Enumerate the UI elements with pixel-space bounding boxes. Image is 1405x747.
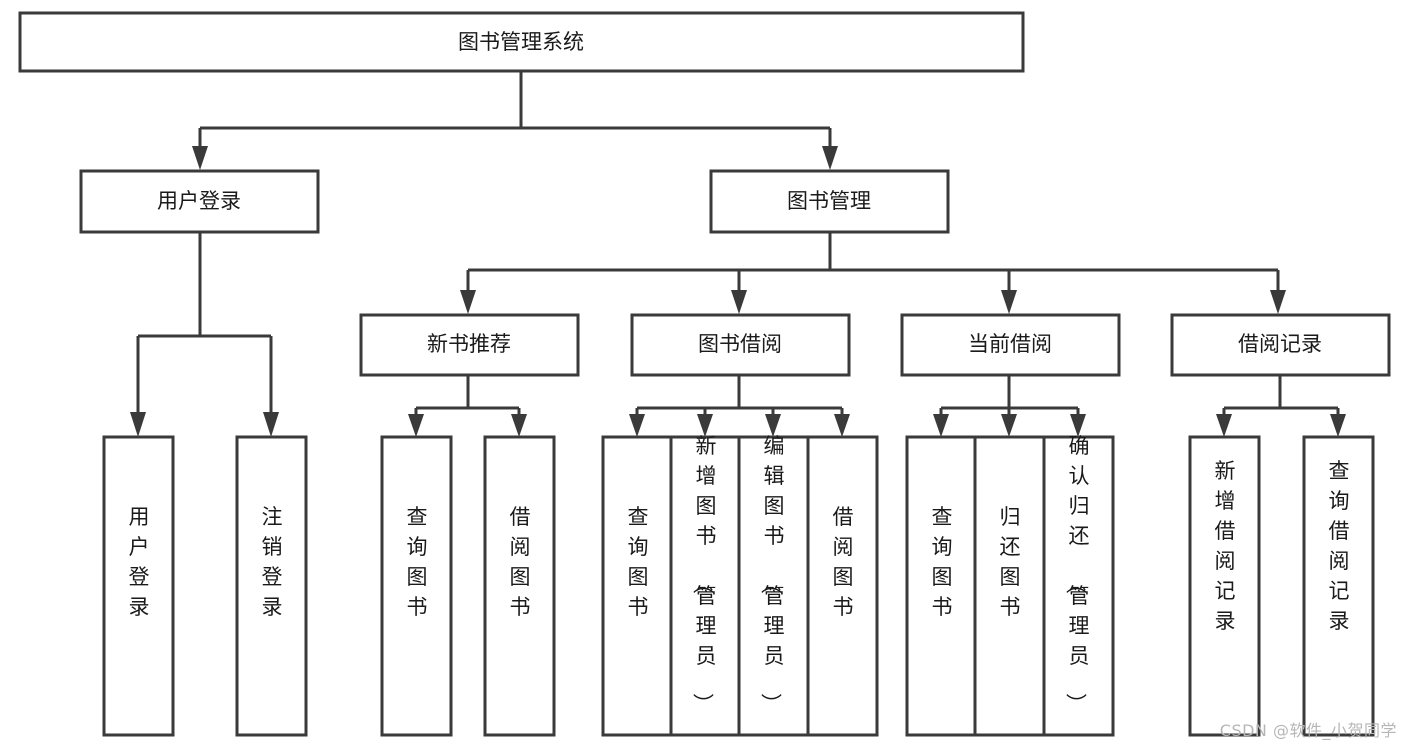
node-current-borrow-box[interactable]	[900, 313, 1121, 377]
leaf-current-borrow-3-box[interactable]	[1042, 435, 1115, 737]
leaf-current-borrow-3[interactable]: 确认归还（管理员）	[1042, 434, 1115, 737]
leaf-book-borrow-1-box[interactable]	[601, 435, 674, 737]
arrow-user-login-leaf-2-icon	[263, 412, 279, 437]
leaf-borrow-record-2-box[interactable]	[1302, 435, 1375, 737]
leaf-user-login-1-label: 用户登录	[129, 505, 150, 619]
arrow-book-borrow-leaf-4-icon	[834, 414, 850, 437]
node-book-manage-box[interactable]	[709, 169, 950, 234]
arrow-book-borrow-leaf-1-icon	[629, 414, 645, 437]
arrow-book-borrow-leaf-3-icon	[765, 414, 781, 437]
arrow-root-to-user-login-icon	[192, 146, 208, 170]
arrow-root-to-book-manage-icon	[822, 146, 838, 170]
leaf-borrow-record-1-label: 新增借阅记录	[1215, 459, 1236, 633]
leaf-borrow-record-1-box[interactable]	[1188, 435, 1261, 737]
arrow-borrow-record-leaf-1-icon	[1216, 414, 1232, 437]
leaf-book-borrow-2-label: 新增图书（管理员）	[691, 434, 717, 714]
leaf-book-borrow-3-box[interactable]	[737, 435, 810, 737]
leaf-current-borrow-3-label: 确认归还（管理员）	[1064, 434, 1090, 714]
leaf-book-borrow-4-box[interactable]	[806, 435, 879, 737]
leaf-new-book-2-label: 借阅图书	[510, 505, 531, 619]
node-root[interactable]: 图书管理系统	[18, 11, 1025, 73]
node-root-label: 图书管理系统	[458, 30, 584, 54]
node-user-login-box[interactable]	[79, 169, 320, 234]
leaf-book-borrow-2[interactable]: 新增图书（管理员）	[669, 434, 742, 737]
node-root-box[interactable]	[18, 11, 1025, 73]
leaf-current-borrow-1[interactable]: 查询图书	[905, 435, 978, 737]
node-borrow-record-label: 借阅记录	[1238, 332, 1322, 356]
leaf-new-book-1-box[interactable]	[380, 435, 453, 737]
node-book-manage[interactable]: 图书管理	[709, 169, 950, 234]
leaf-user-login-1[interactable]: 用户登录	[102, 435, 175, 737]
arrow-to-new-book-icon	[460, 290, 476, 314]
connector-layer	[130, 71, 1346, 437]
arrow-current-borrow-leaf-3-icon	[1070, 414, 1086, 437]
leaf-current-borrow-2[interactable]: 归还图书	[973, 435, 1046, 737]
leaf-book-borrow-4[interactable]: 借阅图书	[806, 435, 879, 737]
node-borrow-record[interactable]: 借阅记录	[1170, 313, 1391, 377]
leaf-user-login-2-box[interactable]	[235, 435, 308, 737]
leaf-user-login-2-label: 注销登录	[262, 505, 283, 619]
node-new-book-label: 新书推荐	[427, 332, 511, 356]
arrow-new-book-leaf-2-icon	[511, 414, 527, 437]
leaf-borrow-record-2[interactable]: 查询借阅记录	[1302, 435, 1375, 737]
arrow-current-borrow-leaf-2-icon	[1001, 414, 1017, 437]
leaf-book-borrow-3[interactable]: 编辑图书（管理员）	[737, 434, 810, 737]
leaf-current-borrow-1-box[interactable]	[905, 435, 978, 737]
leaf-current-borrow-1-label: 查询图书	[932, 505, 953, 619]
node-user-login[interactable]: 用户登录	[79, 169, 320, 234]
leaf-new-book-1[interactable]: 查询图书	[380, 435, 453, 737]
node-current-borrow-label: 当前借阅	[968, 332, 1052, 356]
node-borrow-record-box[interactable]	[1170, 313, 1391, 377]
arrow-to-borrow-record-icon	[1270, 290, 1286, 314]
leaf-borrow-record-2-label: 查询借阅记录	[1329, 459, 1350, 633]
leaf-new-book-2[interactable]: 借阅图书	[483, 435, 556, 737]
arrow-to-book-borrow-icon	[731, 290, 747, 314]
leaf-book-borrow-1[interactable]: 查询图书	[601, 435, 674, 737]
node-new-book[interactable]: 新书推荐	[359, 313, 580, 377]
arrow-new-book-leaf-1-icon	[408, 414, 424, 437]
arrow-book-borrow-leaf-2-icon	[697, 414, 713, 437]
node-book-manage-label: 图书管理	[787, 189, 871, 213]
leaf-user-login-1-box[interactable]	[102, 435, 175, 737]
leaf-new-book-1-label: 查询图书	[407, 505, 428, 619]
node-book-borrow-label: 图书借阅	[698, 332, 782, 356]
leaf-book-borrow-2-box[interactable]	[669, 435, 742, 737]
arrow-user-login-leaf-1-icon	[130, 412, 146, 437]
node-book-borrow-box[interactable]	[630, 313, 851, 377]
leaf-borrow-record-1[interactable]: 新增借阅记录	[1188, 435, 1261, 737]
arrow-to-current-borrow-icon	[1001, 290, 1017, 314]
leaf-book-borrow-3-label: 编辑图书（管理员）	[759, 434, 785, 714]
leaf-new-book-2-box[interactable]	[483, 435, 556, 737]
leaf-current-borrow-2-label: 归还图书	[1000, 505, 1021, 619]
node-user-login-label: 用户登录	[157, 189, 241, 213]
leaf-user-login-2[interactable]: 注销登录	[235, 435, 308, 737]
node-book-borrow[interactable]: 图书借阅	[630, 313, 851, 377]
arrow-current-borrow-leaf-1-icon	[933, 414, 949, 437]
node-current-borrow[interactable]: 当前借阅	[900, 313, 1121, 377]
node-new-book-box[interactable]	[359, 313, 580, 377]
leaf-book-borrow-1-label: 查询图书	[628, 505, 649, 619]
arrow-borrow-record-leaf-2-icon	[1330, 414, 1346, 437]
leaf-book-borrow-4-label: 借阅图书	[833, 505, 854, 619]
